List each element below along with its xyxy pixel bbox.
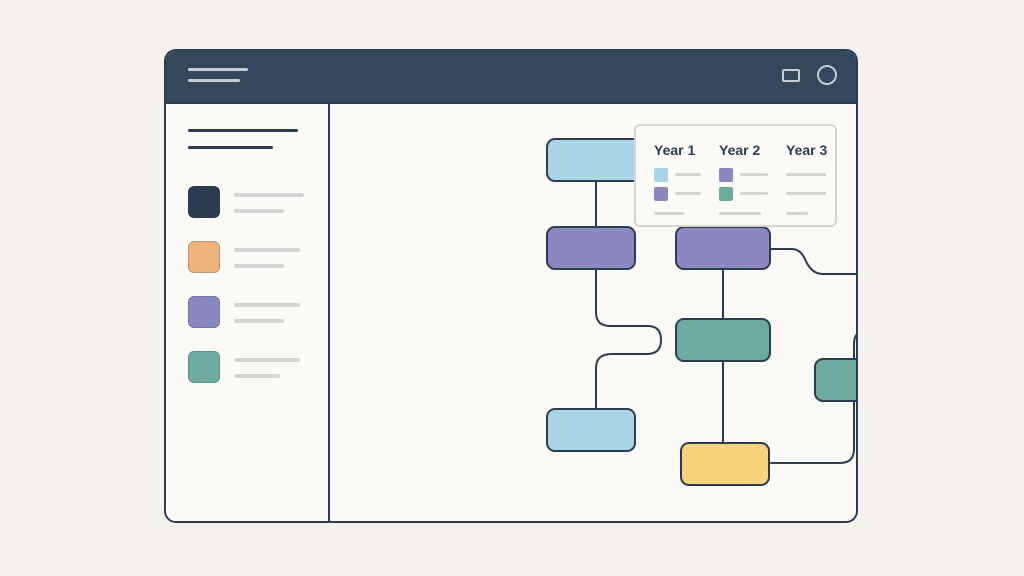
placeholder-line (654, 212, 684, 215)
connector (595, 339, 662, 409)
placeholder-line (234, 209, 284, 213)
placeholder-line (786, 192, 826, 195)
connector (770, 401, 855, 464)
placeholder-line (234, 374, 280, 378)
teal-swatch (188, 351, 220, 383)
connector (853, 333, 856, 359)
diagram-canvas: Year 1 Year 2 Year 3 (330, 104, 856, 521)
legend-swatch-purple (654, 187, 668, 201)
legend-swatch-light-blue (654, 168, 668, 182)
purple-swatch (188, 296, 220, 328)
placeholder-line (740, 173, 768, 176)
placeholder-line (234, 248, 300, 252)
legend-year-3: Year 3 (786, 142, 828, 158)
menu-icon[interactable] (188, 68, 248, 86)
placeholder-line (234, 319, 284, 323)
diagram-node-light-blue[interactable] (546, 408, 636, 452)
diagram-node-purple[interactable] (675, 226, 771, 270)
placeholder-line (786, 212, 808, 215)
diagram-node-light-blue[interactable] (856, 252, 858, 296)
placeholder-line (675, 173, 701, 176)
legend-swatch-purple (719, 168, 733, 182)
sidebar (166, 104, 330, 521)
legend-year-1: Year 1 (654, 142, 696, 158)
app-window: Year 1 Year 2 Year 3 (164, 49, 858, 523)
dark-swatch (188, 186, 220, 218)
placeholder-line (786, 173, 826, 176)
placeholder-line (234, 264, 284, 268)
connector (595, 269, 662, 341)
diagram-node-light-blue[interactable] (546, 138, 646, 182)
placeholder-line (234, 193, 304, 197)
placeholder-line (675, 192, 701, 195)
window-square-icon[interactable] (782, 69, 800, 82)
diagram-node-teal[interactable] (814, 358, 856, 402)
legend-swatch-teal (719, 187, 733, 201)
legend-year-2: Year 2 (719, 142, 761, 158)
titlebar (166, 51, 856, 104)
diagram-node-purple[interactable] (546, 226, 636, 270)
diagram-node-teal[interactable] (675, 318, 771, 362)
legend-card: Year 1 Year 2 Year 3 (634, 124, 837, 227)
placeholder-line (234, 358, 300, 362)
placeholder-line (740, 192, 768, 195)
placeholder-line (234, 303, 300, 307)
orange-swatch (188, 241, 220, 273)
connector (770, 248, 856, 275)
sidebar-heading-line (188, 129, 298, 132)
window-circle-icon[interactable] (817, 65, 837, 85)
diagram-node-yellow[interactable] (680, 442, 770, 486)
placeholder-line (719, 212, 761, 215)
sidebar-subheading-line (188, 146, 273, 149)
